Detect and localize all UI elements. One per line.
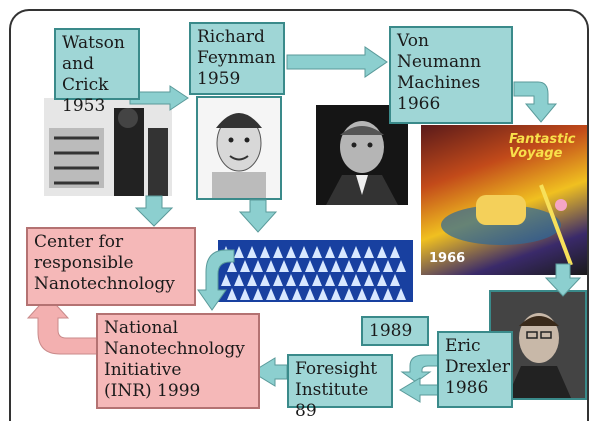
atom-peak	[357, 260, 367, 272]
atom-peak	[286, 274, 296, 286]
atom-peak	[234, 246, 244, 258]
atom-peak	[253, 288, 263, 300]
atom-peak	[338, 274, 348, 286]
atom-peak	[357, 288, 367, 300]
frame-border	[9, 9, 589, 421]
node-1989: 1989	[361, 316, 429, 346]
atom-peak	[344, 260, 354, 272]
node-feynman: Richard Feynman 1959	[189, 22, 285, 95]
atom-peak	[266, 288, 276, 300]
atom-peak	[370, 288, 380, 300]
arrow-watson-to-feynman	[129, 85, 189, 111]
atom-peak	[305, 260, 315, 272]
watson-crick-photo	[44, 98, 172, 196]
feynman-portrait-illustration	[198, 98, 280, 198]
atom-peak	[312, 274, 322, 286]
arrow-feynman-to-vonneumann	[286, 46, 388, 78]
arrow-drexler-to-1989	[400, 354, 439, 383]
atom-peak	[279, 260, 289, 272]
atom-peaks-illustration	[221, 246, 406, 300]
atom-peak	[364, 274, 374, 286]
atom-peak	[325, 274, 335, 286]
atom-peak	[247, 274, 257, 286]
arrow-foresight-to-nni	[251, 357, 288, 387]
atom-peak	[318, 260, 328, 272]
atom-peak	[344, 288, 354, 300]
atom-peak	[292, 288, 302, 300]
node-watson-crick: Watson and Crick 1953	[54, 28, 140, 116]
atom-peak	[299, 274, 309, 286]
arrow-feynman-down	[238, 199, 278, 233]
arrow-lattice-to-nni	[197, 249, 235, 311]
atom-peak	[221, 274, 231, 286]
arrow-nni-to-center	[26, 295, 98, 355]
poster-year: 1966	[429, 251, 466, 266]
atom-peak	[227, 260, 237, 272]
atom-peak	[377, 274, 387, 286]
atom-peak	[396, 260, 406, 272]
node-foresight: Foresight Institute 89	[287, 354, 393, 421]
atom-peak	[273, 246, 283, 258]
poster-title: Fantastic Voyage	[509, 132, 576, 161]
atom-peak	[260, 274, 270, 286]
feynman-photo	[196, 96, 282, 200]
atom-peak	[305, 288, 315, 300]
poster-illustration	[441, 184, 573, 266]
arrow-vonneumann-to-poster	[513, 81, 558, 123]
atom-peak	[312, 246, 322, 258]
atom-peak	[266, 260, 276, 272]
atom-peak	[383, 260, 393, 272]
node-von-neumann: Von Neumann Machines 1966	[389, 26, 513, 124]
atom-peak	[351, 274, 361, 286]
fantastic-voyage-poster: Fantastic Voyage 1966	[421, 125, 587, 275]
atom-peak	[240, 288, 250, 300]
atom-peak	[390, 246, 400, 258]
arrow-watson-down	[134, 195, 174, 227]
atom-peak	[331, 288, 341, 300]
atom-peak	[325, 246, 335, 258]
dna-model-illustration	[44, 98, 172, 196]
atom-peak	[331, 260, 341, 272]
atom-lattice-image	[218, 240, 413, 302]
atom-peak	[227, 288, 237, 300]
atom-peak	[338, 246, 348, 258]
atom-peak	[351, 246, 361, 258]
arrow-drexler-to-foresight	[399, 377, 439, 403]
arrow-poster-to-drexler	[544, 263, 582, 297]
atom-peak	[247, 246, 257, 258]
atom-peak	[390, 274, 400, 286]
atom-peak	[260, 246, 270, 258]
atom-peak	[279, 288, 289, 300]
atom-peak	[299, 246, 309, 258]
atom-peak	[234, 274, 244, 286]
node-center-responsible: Center for responsible Nanotechnology	[26, 227, 196, 306]
atom-peak	[364, 246, 374, 258]
atom-peak	[292, 260, 302, 272]
atom-peak	[253, 260, 263, 272]
node-nni: National Nanotechnology Initiative (INR)…	[96, 313, 260, 409]
atom-peak	[318, 288, 328, 300]
atom-peak	[396, 288, 406, 300]
atom-peak	[377, 246, 387, 258]
atom-peak	[286, 246, 296, 258]
atom-peak	[370, 260, 380, 272]
atom-peak	[383, 288, 393, 300]
atom-peak	[273, 274, 283, 286]
node-drexler: Eric Drexler 1986	[437, 331, 513, 408]
atom-peak	[240, 260, 250, 272]
